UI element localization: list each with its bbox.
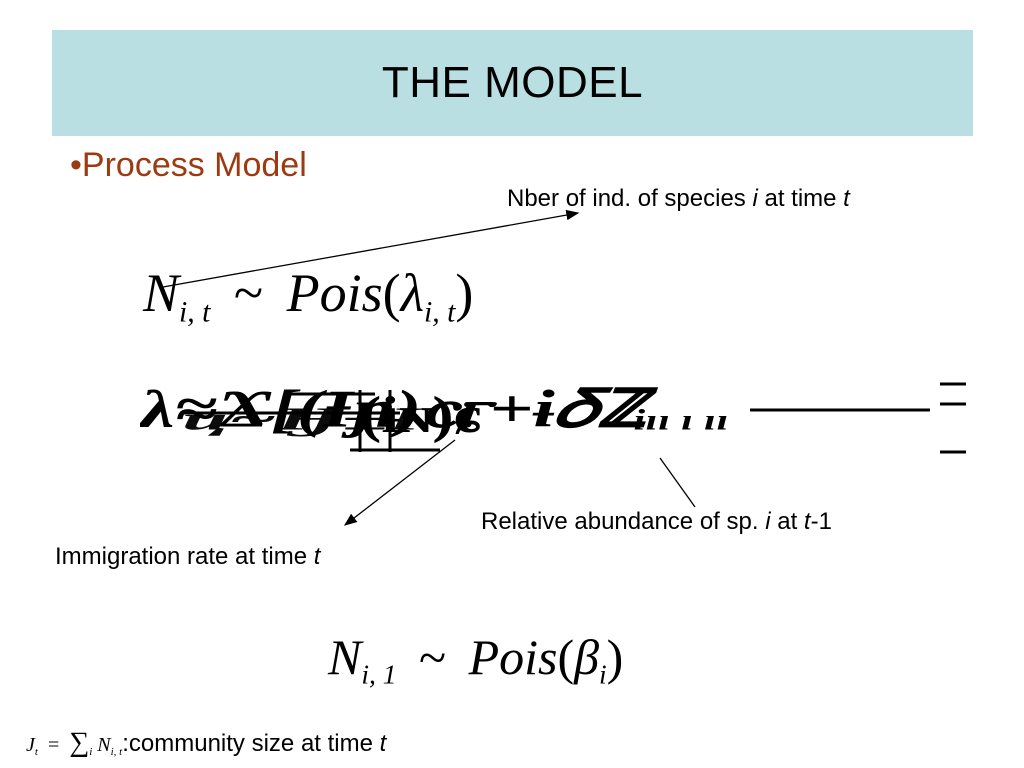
- svg-text:ц~Ӈ±Ӏ: ц~Ӈ±Ӏ: [182, 401, 424, 437]
- svg-text:λ≈Ϫ[(Ɨɲ)ⲥⲅ+ɨ𝛿ℤ: λ≈Ϫ[(Ɨɲ)ⲥⲅ+ɨ𝛿ℤ: [140, 381, 658, 439]
- community-size-line: Jt = ∑i Ni, t:community size at time t: [26, 727, 386, 759]
- eq-lambda-subscript: i, t: [423, 296, 456, 329]
- label-community-size: :community size at time t: [122, 730, 386, 757]
- eq-sum: ∑: [69, 727, 90, 758]
- svg-text:ɨɪɪ ɪ ɪɪ: ɨɪɪ ɪ ɪɪ: [632, 402, 728, 436]
- eq-paren-open: (: [382, 263, 401, 323]
- eq-pois: Pois: [286, 263, 383, 323]
- eq-j-subscript: t: [34, 745, 38, 758]
- eq-beta-subscript: i: [599, 658, 607, 690]
- label-var-t: t: [843, 185, 850, 212]
- eq-n-subscript: i, 1: [361, 658, 397, 690]
- label-var-t: t: [803, 508, 811, 535]
- equation-community-size: Jt = ∑i Ni, t: [26, 727, 123, 758]
- eq-equals: =: [47, 734, 60, 756]
- label-relative-abundance: Relative abundance of sp. i at t-1: [481, 508, 832, 536]
- label-text: at time: [757, 185, 844, 212]
- eq-paren-open: (: [557, 629, 575, 685]
- eq-beta: β: [574, 629, 600, 685]
- label-immigration-rate: Immigration rate at time t: [55, 543, 320, 571]
- eq-n-subscript: i, t: [179, 296, 211, 329]
- label-text: Relative abundance of sp.: [481, 508, 766, 535]
- garbled-equation-image: λ≈Ϫ[(Ɨɲ)ⲥⲅ+ɨ𝛿ℤ ц~Ӈ±Ӏ (ɨɴ)ɕ ɨɪɪ ɪ ɪɪ: [140, 381, 966, 454]
- arrow-to-immigration-label: [343, 439, 456, 526]
- eq-n: N: [143, 263, 180, 323]
- label-var-t: t: [379, 730, 387, 757]
- label-text: Immigration rate at time: [55, 543, 314, 570]
- label-text: -1: [810, 508, 832, 535]
- eq-tilde: ~: [419, 629, 447, 685]
- slide-title: THE MODEL: [381, 58, 644, 107]
- eq-j: J: [26, 734, 35, 756]
- eq-paren-close: ): [455, 263, 474, 323]
- label-var-t: t: [313, 543, 321, 570]
- eq-pois: Pois: [468, 629, 558, 685]
- title-bar: THE MODEL: [52, 30, 973, 136]
- arrow-to-relative-abundance: [659, 457, 696, 508]
- label-text: Nber of ind. of species: [507, 185, 753, 212]
- arrow-to-number-label: [162, 209, 580, 288]
- eq-paren-close: ): [606, 629, 624, 685]
- eq-sum-subscript: i: [89, 745, 93, 758]
- label-number-of-individuals: Nber of ind. of species i at time t: [507, 185, 850, 213]
- equation-n1-pois-beta: Ni, 1 ~ Pois(βi): [328, 628, 623, 691]
- label-var-i: i: [752, 185, 758, 212]
- label-text: :community size at time: [122, 730, 380, 757]
- eq-lambda: λ: [400, 263, 424, 323]
- bullet-process-model: •Process Model: [70, 146, 307, 184]
- eq-n: N: [328, 629, 362, 685]
- eq-n: N: [97, 734, 111, 756]
- svg-text:(ɨɴ)ɕ: (ɨɴ)ɕ: [360, 386, 482, 444]
- label-text: at: [770, 508, 804, 535]
- eq-n-subscript: i, t: [110, 745, 123, 758]
- label-var-i: i: [765, 508, 771, 535]
